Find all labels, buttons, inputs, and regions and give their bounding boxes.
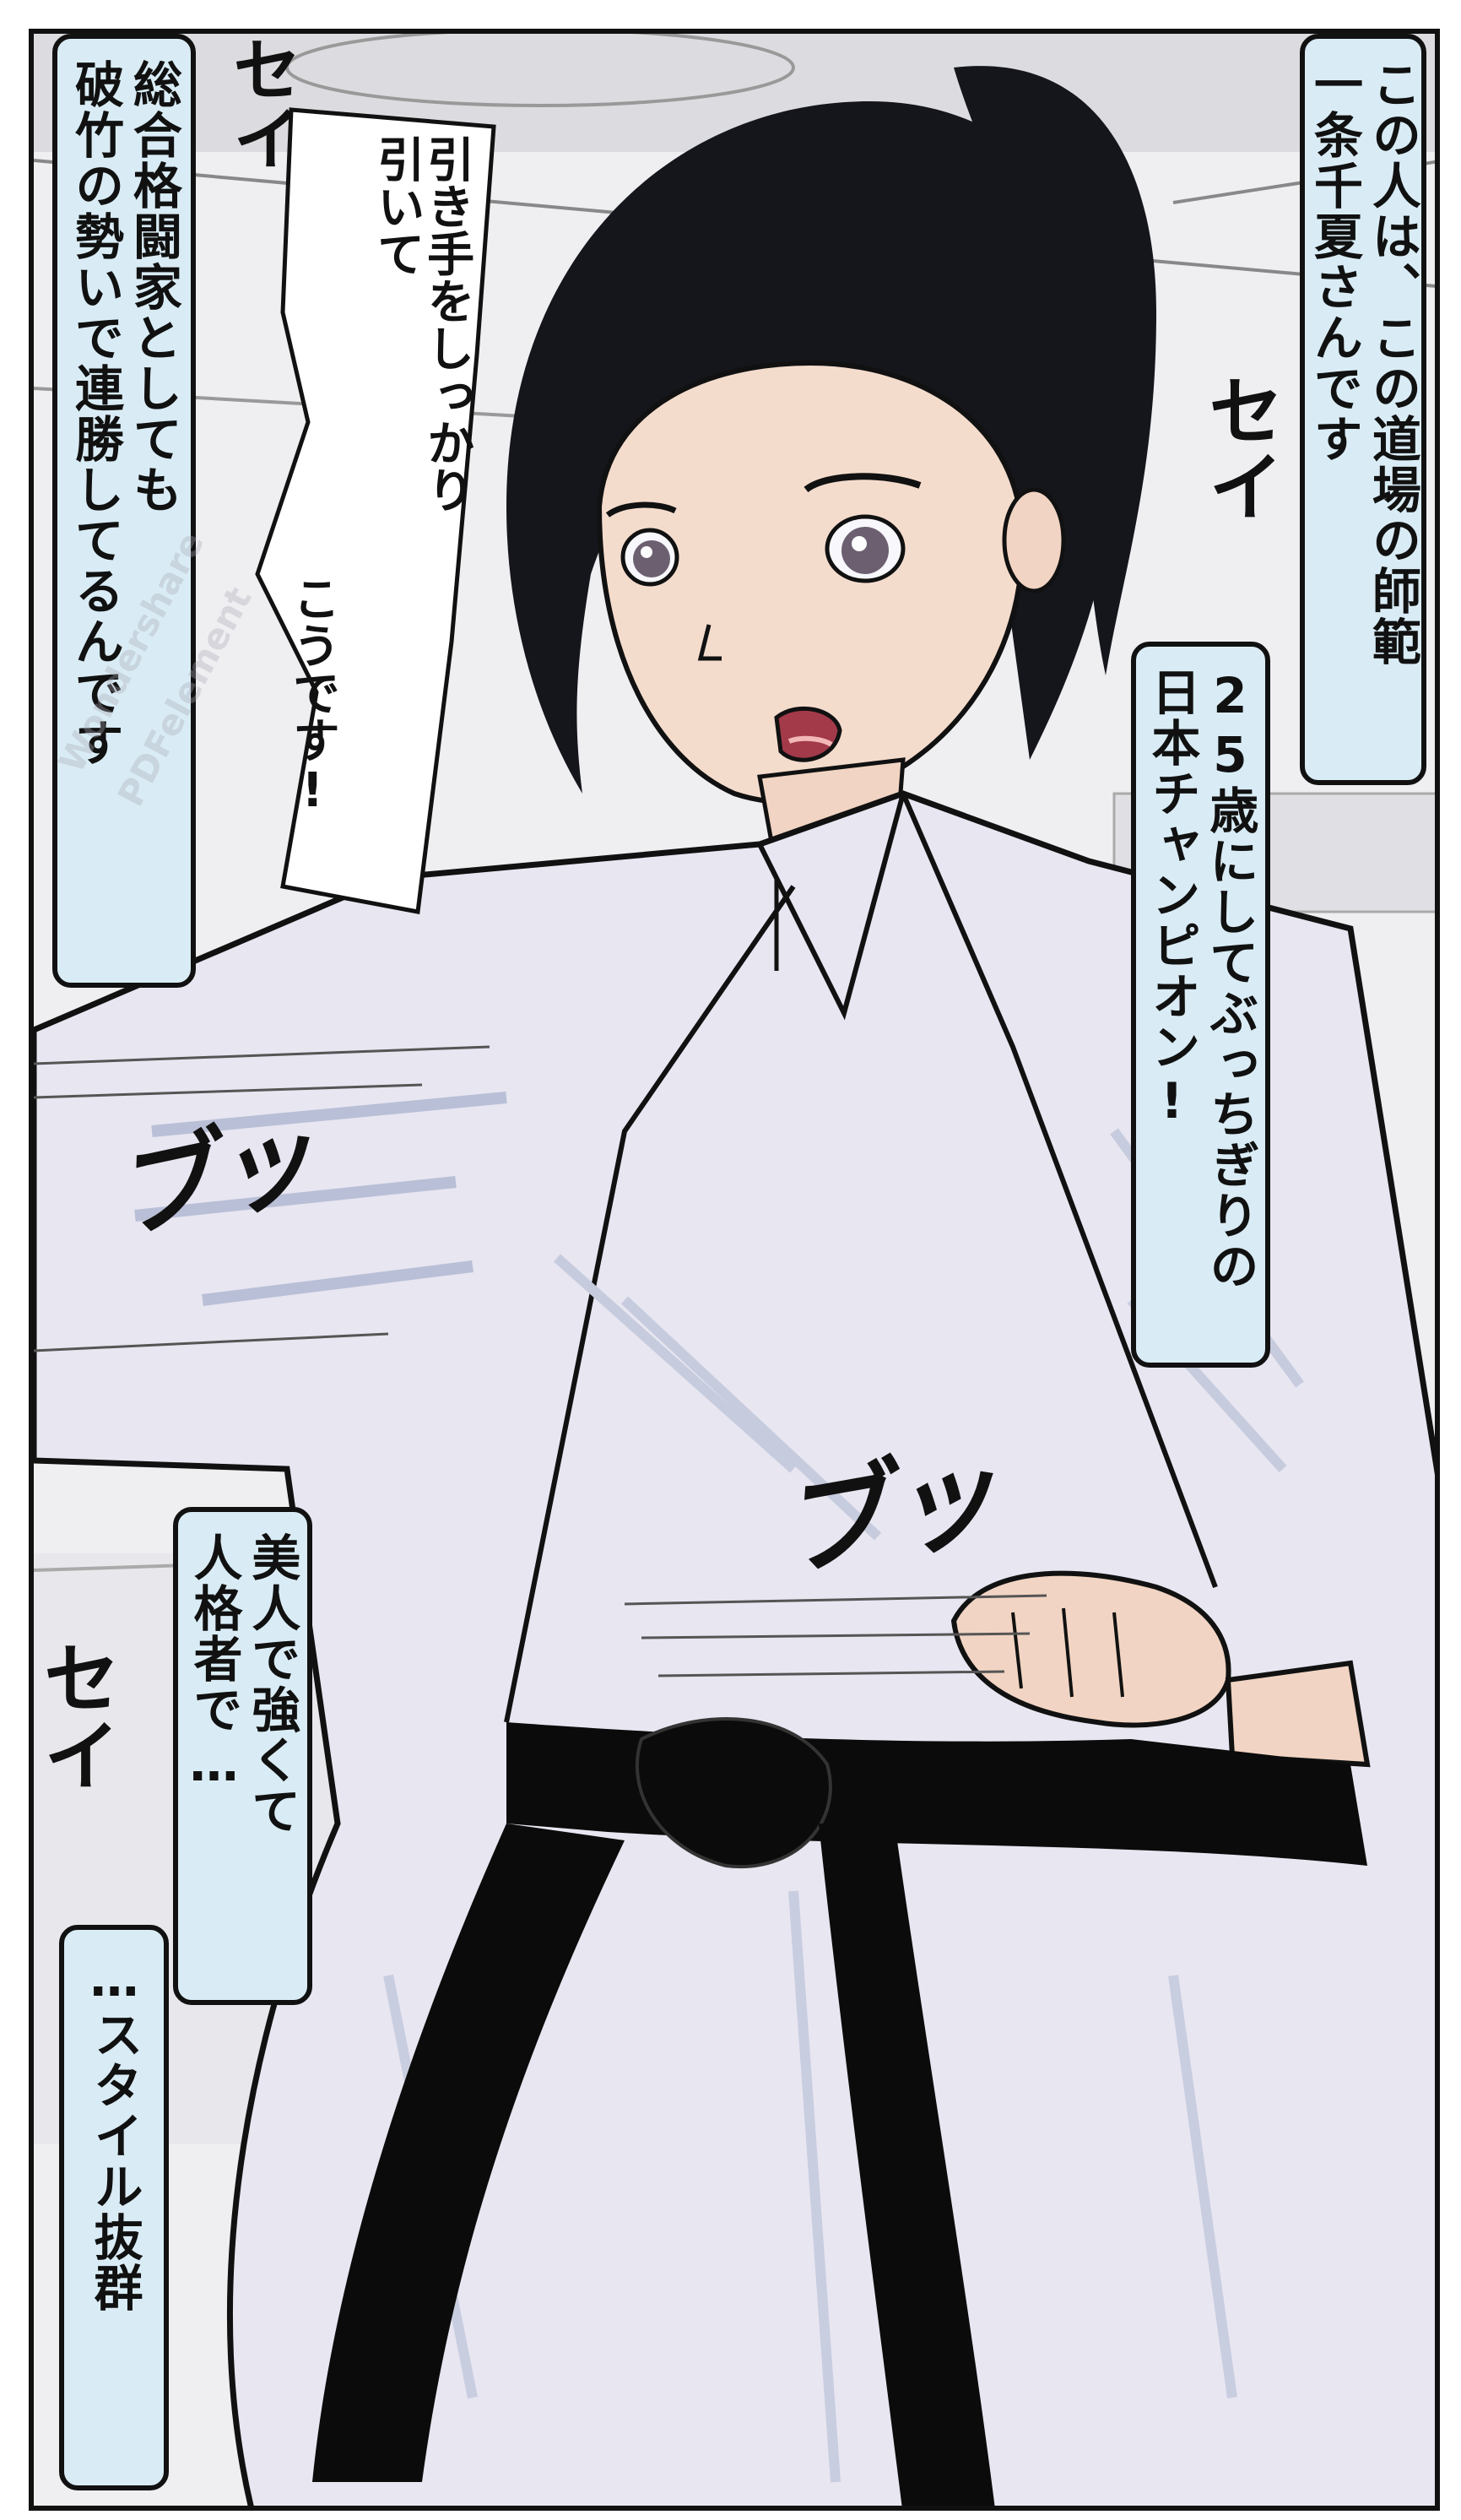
caption-lower-middle: 美人で強くて 人格者で…	[173, 1507, 312, 2005]
speech-line-1a: 引き手をしっかり	[419, 135, 474, 513]
sfx-sei-right-text: セイ	[1194, 371, 1284, 523]
speech-line-2: こうです!	[284, 574, 340, 818]
caption-top-left-line2: 破竹の勢いで連勝してるんです	[67, 59, 124, 768]
caption-top-right-line1: この人は、この道場の師範	[1363, 59, 1421, 667]
sfx-sei-bottom-left-text: セイ	[30, 1638, 121, 1793]
caption-lower-middle-line2: 人格者で…	[185, 1532, 243, 1794]
hair	[506, 66, 1156, 794]
speech-text-demo: こうです!	[284, 574, 340, 818]
caption-top-right-line2: 一条千夏さんです	[1306, 59, 1363, 464]
caption-top-left-line1: 総合格闘家としても	[124, 59, 182, 515]
speed-lines	[34, 1045, 1047, 1677]
caption-middle-right-line1: 25歳にしてぶっちぎりの	[1201, 667, 1259, 1292]
sfx-sei-top-left: セイ	[220, 34, 333, 287]
caption-bottom-left-line1: …スタイル抜群	[85, 1950, 143, 2313]
fist	[950, 1570, 1371, 1768]
caption-top-right: この人は、この道場の師範 一条千夏さんです	[1300, 34, 1426, 785]
speech-line-1b: 引いて	[369, 135, 425, 277]
sfx-sei-bottom-left: セイ	[34, 1638, 152, 1925]
comic-panel: 引き手をしっかり 引いて こうです! この人は、この道場の師範 一条千夏さんです…	[29, 29, 1440, 2511]
sfx-sei-right: セイ	[1194, 371, 1300, 675]
speech-bubble	[255, 107, 496, 914]
speech-text-instruction: 引き手をしっかり 引いて	[369, 135, 474, 513]
caption-middle-right-line2: 日本チャンピオン!	[1143, 667, 1201, 1131]
caption-bottom-left: …スタイル抜群	[59, 1925, 169, 2490]
caption-lower-middle-line1: 美人で強くて	[243, 1532, 301, 1836]
caption-top-left: 総合格闘家としても 破竹の勢いで連勝してるんです	[52, 34, 196, 988]
black-belt	[312, 1717, 1367, 2506]
caption-middle-right: 25歳にしてぶっちぎりの 日本チャンピオン!	[1131, 642, 1270, 1368]
sfx-sei-top-left-text: セイ	[220, 34, 301, 172]
